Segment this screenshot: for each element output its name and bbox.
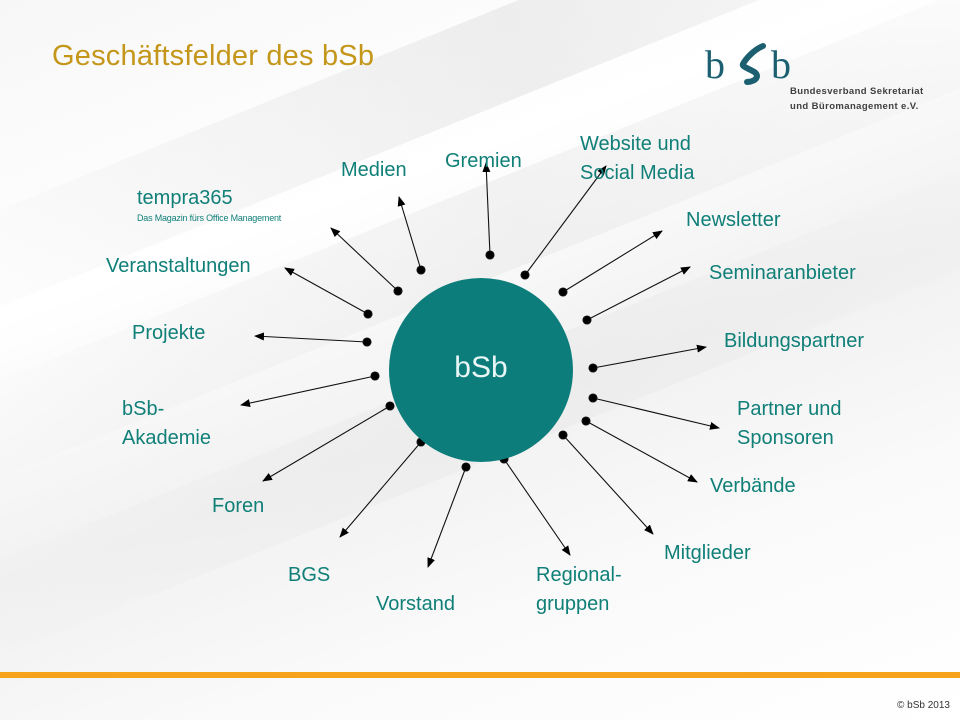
node-regionalgruppen: Regional-gruppen — [536, 564, 622, 615]
node-foren: Foren — [212, 495, 265, 517]
node-tempra365: tempra365 Das Magazin fürs Office Manage… — [137, 187, 282, 223]
node-newsletter: Newsletter — [686, 209, 781, 231]
node-veranstaltungen: Veranstaltungen — [106, 255, 251, 277]
hub-label: bSb — [454, 351, 508, 384]
tempra365-subtitle: Das Magazin fürs Office Management — [137, 213, 282, 223]
bsb-logo: b b Bundesverband Sekretariat und Büroma… — [705, 40, 935, 120]
footer-bar — [0, 672, 960, 678]
node-bsb-akademie: bSb-Akademie — [122, 398, 211, 449]
logo-line-1: Bundesverband Sekretariat — [790, 86, 924, 97]
svg-text:b: b — [771, 42, 791, 87]
node-vorstand: Vorstand — [376, 593, 455, 615]
node-bgs: BGS — [288, 564, 331, 586]
slide-title: Geschäftsfelder des bSb — [52, 40, 375, 72]
svg-text:b: b — [705, 42, 725, 87]
node-seminaranbieter: Seminaranbieter — [709, 262, 856, 284]
bsb-logo-mark-icon: b b — [705, 42, 791, 87]
node-gremien: Gremien — [445, 150, 522, 172]
node-bildungspartner: Bildungspartner — [724, 330, 865, 352]
hub-circle: bSb — [389, 278, 573, 462]
node-mitglieder: Mitglieder — [664, 542, 751, 564]
logo-line-2: und Büromanagement e.V. — [790, 101, 919, 112]
node-verbaende: Verbände — [710, 475, 796, 497]
copyright: © bSb 2013 — [897, 700, 950, 711]
node-medien: Medien — [341, 159, 407, 181]
node-projekte: Projekte — [132, 322, 206, 344]
